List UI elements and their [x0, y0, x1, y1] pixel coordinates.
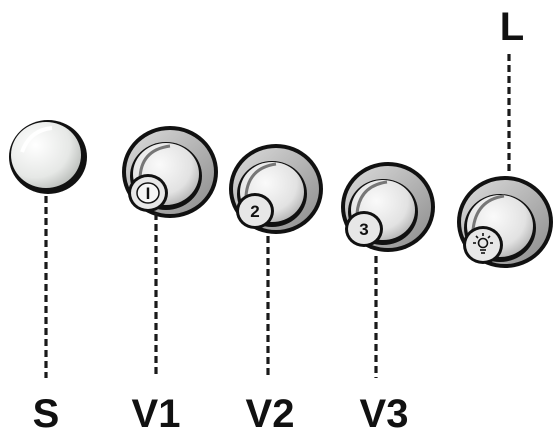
button-2-face-label: 2 [250, 202, 259, 221]
button-2[interactable]: 2 V2 [229, 144, 323, 432]
button-3-label: V3 [360, 392, 409, 432]
indicator-label: S [33, 392, 60, 432]
light-button-label: L [500, 5, 524, 49]
button-1-face-label: I [146, 184, 151, 203]
indicator-lamp-icon [9, 120, 87, 194]
button-3[interactable]: 3 V3 [341, 162, 435, 432]
button-1-knob[interactable]: I [122, 126, 218, 218]
button-1-label: V1 [132, 392, 181, 432]
button-3-knob[interactable]: 3 [341, 162, 435, 252]
button-3-face-label: 3 [359, 220, 368, 239]
button-2-knob[interactable]: 2 [229, 144, 323, 234]
light-button[interactable]: L [457, 5, 553, 268]
indicator-lamp: S [9, 120, 87, 432]
button-2-label: V2 [246, 392, 295, 432]
light-button-knob[interactable] [457, 176, 553, 268]
button-1[interactable]: I V1 [122, 126, 218, 432]
